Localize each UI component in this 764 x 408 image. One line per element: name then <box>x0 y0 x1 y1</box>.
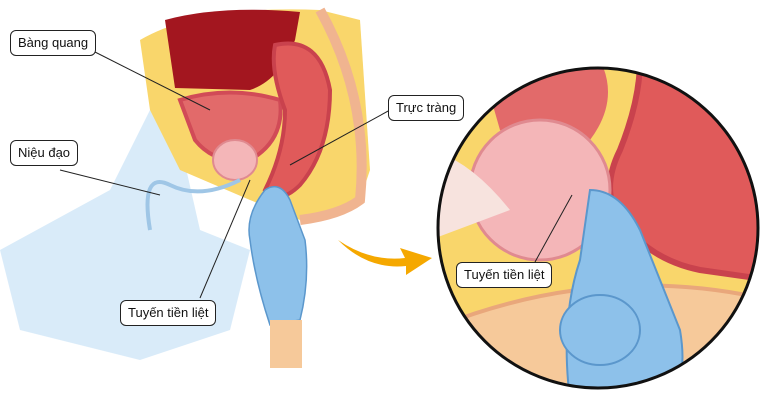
label-rectum: Trực tràng <box>388 95 465 121</box>
body-silhouette <box>0 110 250 360</box>
zoomed-view <box>438 68 758 388</box>
intestine <box>165 9 300 90</box>
label-prostate-zoom: Tuyến tiền liệt <box>456 262 553 288</box>
zoom-circle-border <box>436 66 760 390</box>
prostate <box>212 139 258 181</box>
label-prostate: Tuyến tiền liệt <box>120 300 217 326</box>
label-bladder: Bàng quang <box>10 30 97 56</box>
leader-lines <box>59 51 573 299</box>
label-urethra: Niệu đạo <box>10 140 79 166</box>
arrow-icon <box>338 240 432 275</box>
forearm <box>270 320 302 368</box>
urethra <box>145 178 241 231</box>
pelvis-outline <box>299 7 367 225</box>
